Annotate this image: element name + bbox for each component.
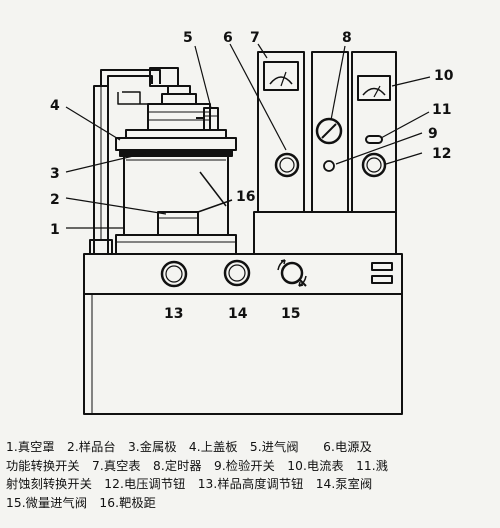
label-2: 2	[50, 192, 60, 208]
caption-line-3: 射蚀刻转换开关 12.电压调节钮 13.样品高度调节钮 14.泵室阀	[6, 477, 373, 491]
vacuum-chamber-assembly	[115, 85, 237, 255]
label-8: 8	[342, 30, 352, 46]
timer-dial	[315, 117, 343, 145]
label-6: 6	[223, 30, 233, 46]
label-4: 4	[50, 98, 60, 114]
caption-line-1: 1.真空罩 2.样品台 3.金属极 4.上盖板 5.进气阀 6.电源及	[6, 440, 372, 454]
label-12: 12	[432, 146, 451, 162]
label-1: 1	[50, 222, 60, 238]
gas-inlet-piping	[89, 67, 219, 255]
power-switch-knob	[274, 152, 300, 178]
vacuum-jar	[123, 152, 229, 236]
test-switch	[323, 160, 335, 172]
label-16: 16	[236, 189, 255, 205]
sample-height-knob	[160, 260, 188, 288]
label-9: 9	[428, 126, 438, 142]
label-15: 15	[281, 306, 300, 322]
caption-line-4: 15.微量进气阀 16.靶极距	[6, 495, 156, 510]
figure-caption: 1.真空罩 2.样品台 3.金属极 4.上盖板 5.进气阀 6.电源及 功能转换…	[6, 438, 494, 512]
caption-line-2: 功能转换开关 7.真空表 8.定时器 9.检验开关 10.电流表 11.溅	[6, 458, 389, 473]
label-11: 11	[432, 102, 451, 118]
vacuum-gauge	[263, 61, 299, 91]
label-3: 3	[50, 166, 60, 182]
label-7: 7	[250, 30, 260, 46]
sputter-etch-switch	[365, 135, 383, 144]
label-5: 5	[183, 30, 193, 46]
base-cabinet	[83, 253, 403, 415]
instrument-modules	[253, 51, 397, 255]
base-controls	[160, 259, 393, 288]
number-labels: 1 2 3 4 5 6 7 8 9 10 11 12 13 14 15 16	[50, 30, 454, 322]
micro-inlet-valve	[280, 261, 304, 285]
ammeter	[357, 75, 391, 101]
voltage-knob	[361, 152, 387, 178]
top-cover	[115, 137, 237, 151]
pump-valve-knob	[223, 259, 251, 287]
sample-stage	[157, 211, 199, 236]
label-10: 10	[434, 68, 454, 84]
label-13: 13	[164, 306, 183, 322]
label-14: 14	[228, 306, 248, 322]
leader-lines	[65, 43, 431, 229]
